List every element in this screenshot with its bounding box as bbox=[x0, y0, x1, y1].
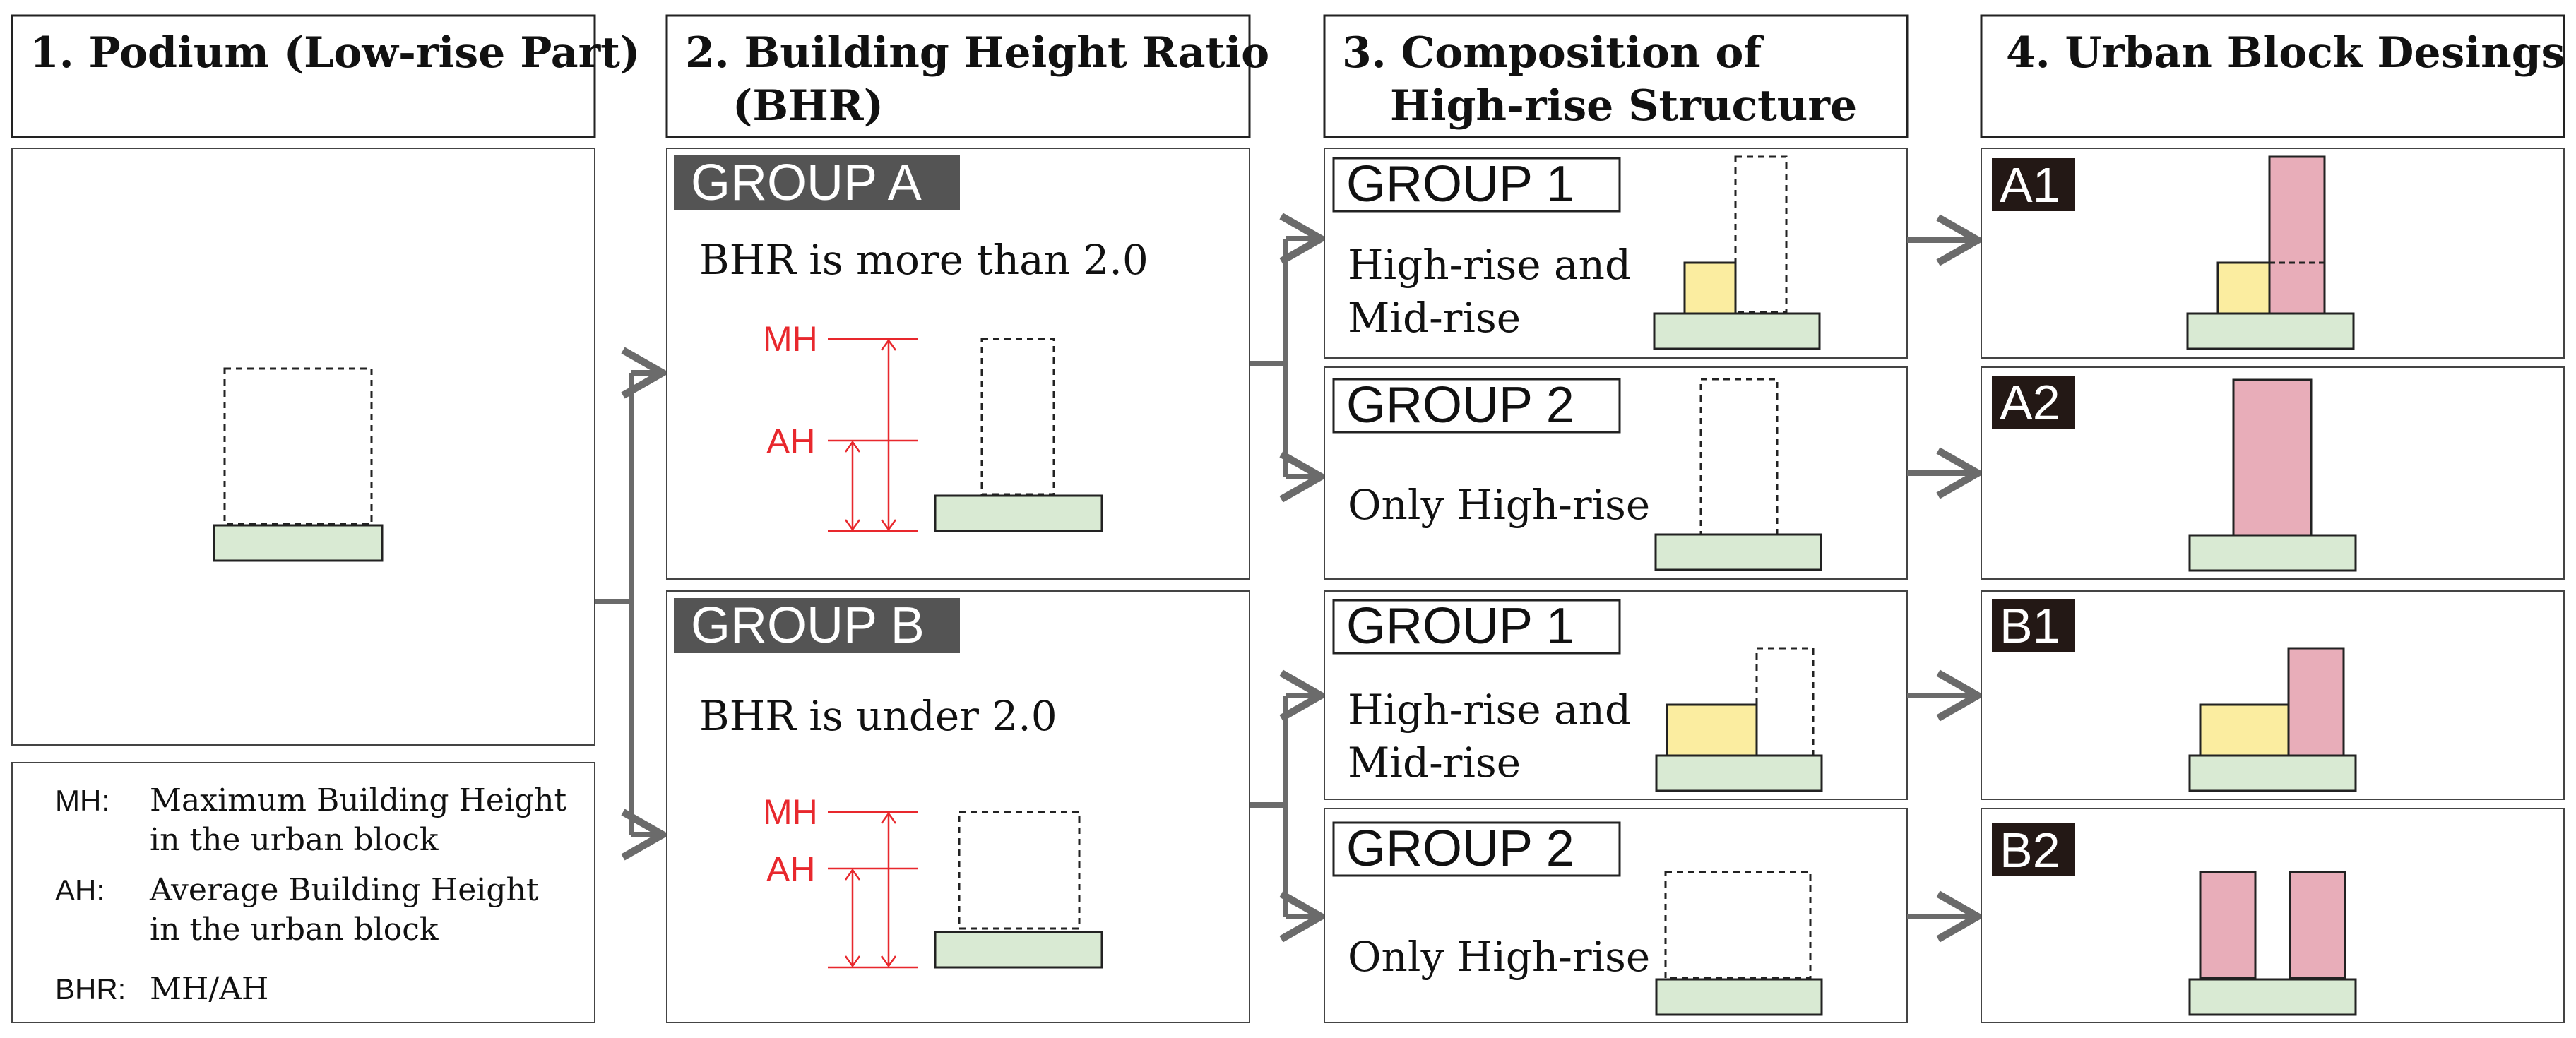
composition-description: Mid-rise bbox=[1348, 739, 1521, 787]
column-header-2: 2. Building Height Ratio (BHR) bbox=[665, 14, 1269, 138]
group-b-dashed-tower bbox=[958, 811, 1081, 930]
column-header-label: 2. Building Height Ratio bbox=[685, 28, 1269, 78]
design-b2: B2 bbox=[1981, 808, 2565, 1023]
high-rise-block bbox=[2268, 155, 2326, 315]
group-a-ah-label: AH bbox=[766, 422, 815, 461]
mid-rise-block bbox=[2216, 261, 2271, 315]
composition-tag: GROUP 1 bbox=[1346, 598, 1574, 655]
group-b-panel: GROUP B BHR is under 2.0 MH AH bbox=[666, 590, 1250, 1023]
column-header-label: 4. Urban Block Desings bbox=[2006, 28, 2565, 78]
composition-description: Only High-rise bbox=[1348, 933, 1650, 981]
high-rise-block bbox=[2232, 378, 2313, 537]
podium-base bbox=[1654, 533, 1822, 571]
design-tag: B1 bbox=[2000, 598, 2060, 653]
composition-tag: GROUP 2 bbox=[1346, 821, 1574, 877]
column-header-3: 3. Composition of High-rise Structure bbox=[1323, 14, 1909, 138]
group-b-description: BHR is under 2.0 bbox=[699, 692, 1057, 740]
column-header-label: (BHR) bbox=[732, 81, 884, 131]
composition-description: High-rise and bbox=[1348, 686, 1631, 734]
mid-rise-block bbox=[1683, 261, 1737, 315]
connector-compositions-to-designs bbox=[1907, 214, 1986, 943]
composition-description: Mid-rise bbox=[1348, 294, 1521, 342]
legend-text-mh: in the urban block bbox=[150, 822, 439, 858]
column-header-4: 4. Urban Block Desings bbox=[1980, 14, 2565, 138]
composition-b-group-1: GROUP 1 High-rise and Mid-rise bbox=[1324, 590, 1908, 800]
composition-b-group-2: GROUP 2 Only High-rise bbox=[1324, 808, 1908, 1023]
dashed-high-rise bbox=[1699, 378, 1779, 536]
podium-base bbox=[1655, 754, 1823, 792]
group-b-ah-label: AH bbox=[766, 849, 815, 889]
design-tag: B2 bbox=[2000, 823, 2060, 878]
group-a-panel: GROUP A BHR is more than 2.0 MH AH bbox=[666, 148, 1250, 580]
composition-a-group-1: GROUP 1 High-rise and Mid-rise bbox=[1324, 148, 1908, 359]
column-header-1: 1. Podium (Low-rise Part) bbox=[11, 14, 640, 138]
group-a-description: BHR is more than 2.0 bbox=[699, 236, 1148, 284]
podium-base bbox=[2188, 534, 2357, 572]
high-rise-block bbox=[2287, 647, 2345, 757]
composition-tag: GROUP 2 bbox=[1346, 377, 1574, 434]
group-a-measure-lines bbox=[828, 338, 918, 532]
group-a-dashed-tower bbox=[980, 338, 1055, 496]
design-a2: A2 bbox=[1981, 366, 2565, 580]
legend-text-ah: Average Building Height bbox=[149, 872, 539, 908]
column-header-label: 1. Podium (Low-rise Part) bbox=[30, 28, 640, 78]
design-tag: A1 bbox=[2000, 157, 2060, 213]
group-a-tag: GROUP A bbox=[691, 155, 922, 211]
dashed-high-rise bbox=[1734, 155, 1788, 314]
column-header-label: 3. Composition of bbox=[1342, 28, 1764, 78]
podium-base bbox=[213, 524, 384, 562]
connector-podium-to-groups bbox=[595, 347, 670, 861]
composition-description: High-rise and bbox=[1348, 241, 1631, 289]
legend-panel: MH: Maximum Building Height in the urban… bbox=[11, 762, 595, 1023]
legend-abbr-mh: MH: bbox=[55, 784, 109, 817]
dashed-high-rise bbox=[1664, 871, 1812, 979]
group-a-mh-label: MH bbox=[763, 319, 818, 359]
group-b-measure-lines bbox=[828, 811, 918, 969]
column-header-label: High-rise Structure bbox=[1390, 81, 1857, 131]
legend-text-ah: in the urban block bbox=[150, 912, 439, 948]
composition-a-group-2: GROUP 2 Only High-rise bbox=[1324, 366, 1908, 580]
connector-group-a-to-compositions bbox=[1250, 213, 1329, 503]
group-b-tag: GROUP B bbox=[691, 597, 925, 654]
legend-abbr-bhr: BHR: bbox=[55, 972, 126, 1006]
legend-abbr-ah: AH: bbox=[55, 873, 105, 907]
group-a-tag-bg bbox=[674, 155, 960, 210]
podium-base bbox=[2186, 312, 2355, 350]
podium-dashed-volume bbox=[223, 367, 373, 525]
connector-group-b-to-compositions bbox=[1250, 669, 1329, 943]
podium-base bbox=[2188, 754, 2357, 792]
high-rise-block bbox=[2199, 871, 2257, 979]
group-b-mh-label: MH bbox=[763, 792, 818, 832]
mid-rise-block bbox=[1666, 703, 1758, 757]
composition-tag: GROUP 1 bbox=[1346, 156, 1574, 213]
group-b-podium bbox=[934, 931, 1103, 969]
group-b-tag-bg bbox=[674, 598, 960, 653]
design-b1: B1 bbox=[1981, 590, 2565, 800]
design-tag: A2 bbox=[2000, 375, 2060, 430]
legend-text-bhr: MH/AH bbox=[150, 971, 268, 1007]
high-rise-block bbox=[2289, 871, 2346, 979]
group-a-podium bbox=[934, 494, 1103, 532]
podium-base bbox=[2188, 978, 2357, 1016]
podium-panel bbox=[11, 148, 595, 746]
podium-base bbox=[1655, 978, 1823, 1016]
design-a1: A1 bbox=[1981, 148, 2565, 359]
composition-description: Only High-rise bbox=[1348, 481, 1650, 529]
mid-rise-block bbox=[2199, 703, 2290, 757]
legend-text-mh: Maximum Building Height bbox=[150, 782, 566, 818]
podium-base bbox=[1653, 312, 1821, 350]
